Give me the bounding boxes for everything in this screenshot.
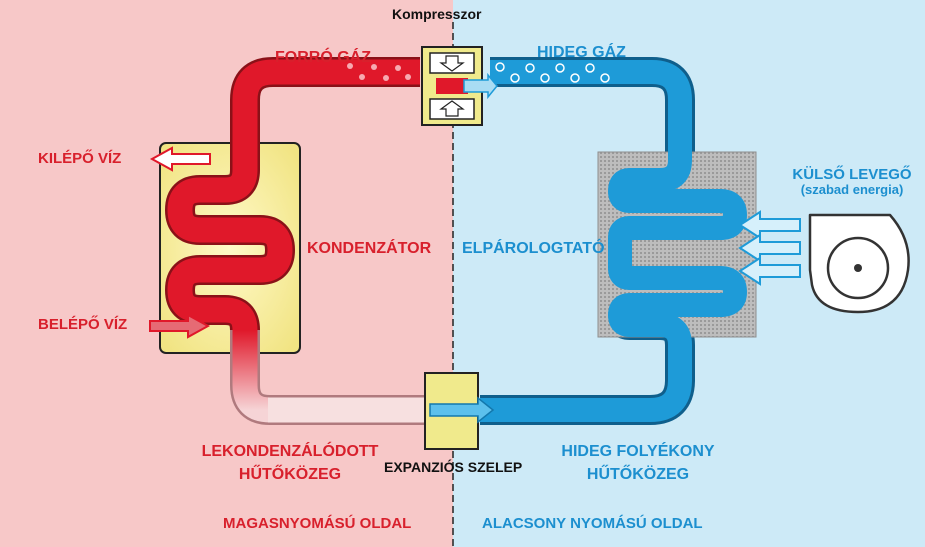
expansion-valve-icon [424, 372, 495, 450]
outside-air-title: KÜLSŐ LEVEGŐ [792, 166, 912, 183]
arrow-left-icon [149, 146, 211, 172]
low-pressure-side-label: ALACSONY NYOMÁSÚ OLDAL [482, 515, 703, 532]
condenser-label: KONDENZÁTOR [307, 240, 432, 257]
arrow-left-icon [738, 256, 801, 286]
arrow-left-icon [738, 210, 801, 240]
hot-gas-label: FORRÓ GÁZ [275, 49, 371, 66]
fan-icon [808, 213, 910, 314]
cold-liquid-line1: HIDEG FOLYÉKONY [561, 443, 715, 460]
compressor-label: Kompresszor [392, 6, 482, 22]
outside-air-subtitle: (szabad energia) [800, 182, 904, 198]
condensed-refrigerant-line1: LEKONDENZÁLÓDOTT [201, 443, 379, 460]
arrow-right-icon [149, 313, 211, 339]
arrow-left-icon [738, 233, 801, 263]
high-pressure-side-label: MAGASNYOMÁSÚ OLDAL [223, 515, 412, 532]
air-arrows [738, 210, 801, 286]
outlet-water-label: KILÉPŐ VÍZ [38, 150, 122, 167]
evaporator-coil-pipe [480, 60, 747, 422]
cold-gas-label: HIDEG GÁZ [537, 44, 626, 61]
hot-gas-pipe [167, 59, 420, 343]
inlet-water-label: BELÉPŐ VÍZ [38, 316, 128, 333]
cold-gas-bubbles [495, 62, 610, 83]
condensed-refrigerant-line2: HŰTŐKÖZEG [238, 466, 342, 484]
compressor-icon [421, 46, 498, 126]
cold-liquid-label: HIDEG FOLYÉKONY HŰTŐKÖZEG [548, 440, 728, 486]
condensed-refrigerant-label: LEKONDENZÁLÓDOTT HŰTŐKÖZEG [200, 440, 380, 486]
hot-gas-bubbles [347, 63, 411, 81]
cold-liquid-line2: HŰTŐKÖZEG [586, 466, 690, 484]
outside-air-label: KÜLSŐ LEVEGŐ (szabad energia) [782, 166, 922, 198]
expansion-valve-label: EXPANZIÓS SZELEP [384, 459, 523, 475]
evaporator-label: ELPÁROLOGTATÓ [462, 240, 605, 257]
